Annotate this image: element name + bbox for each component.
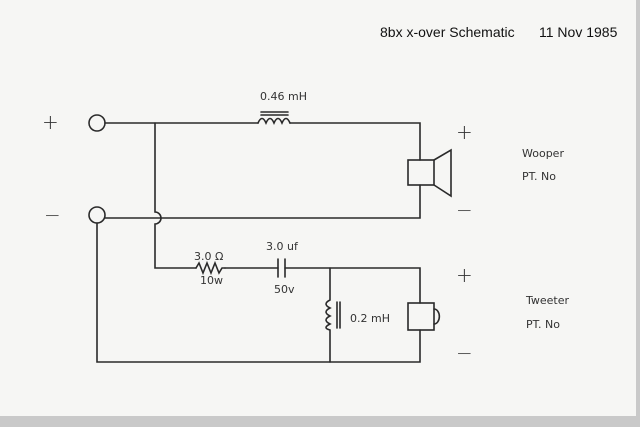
- input-plus-terminal: [88, 114, 106, 132]
- tweeter-minus-sign: −: [456, 341, 473, 365]
- woofer-cone: [433, 148, 452, 198]
- schematic-title: 8bx x-over Schematic: [380, 24, 515, 40]
- woofer-inductor: [257, 117, 291, 125]
- tweeter-plus-sign: +: [456, 263, 473, 287]
- tweeter-inductor-label: 0.2 mH: [350, 312, 390, 325]
- woofer-minus-sign: −: [456, 198, 473, 222]
- woofer-label: Wooper: [522, 147, 564, 160]
- input-minus-terminal: [88, 206, 106, 224]
- capacitor-rating: 50v: [274, 283, 295, 296]
- capacitor-icon: [277, 258, 286, 278]
- schematic-paper: [0, 0, 636, 416]
- tweeter-speaker-icon: [407, 302, 435, 331]
- tweeter-part-number: PT. No: [526, 318, 560, 331]
- tweeter-label: Tweeter: [525, 294, 570, 307]
- input-plus-sign: +: [42, 110, 59, 134]
- input-minus-sign: −: [44, 203, 61, 227]
- resistor-label: 3.0 Ω: [194, 250, 223, 263]
- woofer-inductor-label: 0.46 mH: [260, 90, 307, 103]
- woofer-inductor-core: [260, 111, 289, 116]
- tweeter-dome: [433, 308, 441, 325]
- woofer-speaker-icon: [407, 159, 435, 186]
- woofer-plus-sign: +: [456, 120, 473, 144]
- tweeter-inductor-core: [336, 301, 341, 329]
- capacitor-label: 3.0 uf: [266, 240, 299, 253]
- woofer-wires: [104, 122, 421, 219]
- schematic-date: 11 Nov 1985: [539, 24, 618, 40]
- woofer-part-number: PT. No: [522, 170, 556, 183]
- tweeter-wires: [96, 122, 421, 363]
- resistor-rating: 10w: [200, 274, 223, 287]
- tweeter-inductor: [325, 267, 332, 363]
- resistor-icon: [195, 260, 226, 276]
